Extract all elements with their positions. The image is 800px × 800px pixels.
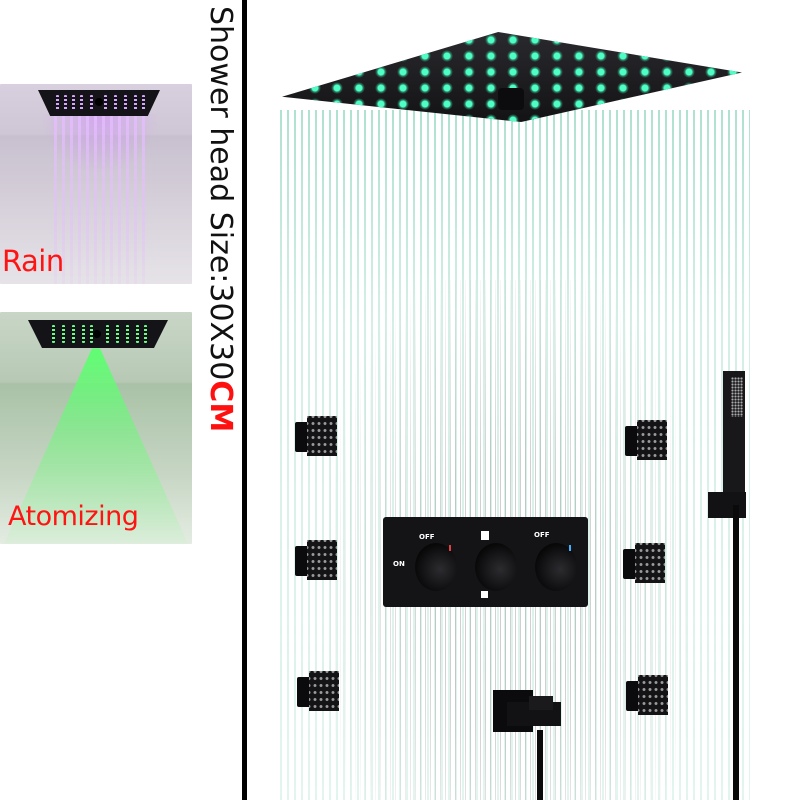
atomizing-label: Atomizing <box>8 501 139 532</box>
handshower-holder <box>708 492 746 518</box>
atomizing-mode-thumbnail: Atomizing <box>0 312 192 544</box>
thermostatic-valve-panel: OFF ON OFF <box>383 517 588 607</box>
rain-water-streams <box>54 116 146 284</box>
body-jet-right-bottom <box>626 675 668 715</box>
overhead-shower-icon <box>481 531 489 540</box>
body-jet-left-middle <box>295 540 337 580</box>
right-control-knob[interactable] <box>535 543 577 591</box>
right-knob-off-label: OFF <box>534 531 550 539</box>
spout-pipe <box>537 730 543 800</box>
body-jet-right-middle <box>623 543 665 583</box>
rain-mode-thumbnail: Rain <box>0 84 192 284</box>
left-knob-off-label: OFF <box>419 533 435 541</box>
rain-showerhead-image <box>38 90 160 116</box>
handheld-shower <box>723 371 745 493</box>
showerhead-size-title: Shower head Size:30X30CM <box>202 6 238 546</box>
atomizing-showerhead-image <box>28 320 168 348</box>
product-image: OFF ON OFF <box>250 0 800 800</box>
tub-spout <box>493 690 561 732</box>
showerhead-center-mount <box>498 88 524 110</box>
handshower-hose <box>733 505 739 800</box>
body-jet-right-top <box>625 420 667 460</box>
diverter-knob[interactable] <box>475 543 517 591</box>
size-unit: CM <box>203 380 238 433</box>
handshower-nozzles <box>731 377 743 417</box>
body-jet-left-top <box>295 416 337 456</box>
body-jet-left-bottom <box>297 671 339 711</box>
green-rainfall <box>280 110 750 800</box>
size-title-text: Shower head Size:30X30 <box>203 6 238 381</box>
vertical-divider <box>242 0 247 800</box>
tub-spout-icon <box>481 591 488 598</box>
rain-label: Rain <box>2 244 64 278</box>
left-knob-on-label: ON <box>393 560 405 568</box>
left-control-knob[interactable] <box>415 543 457 591</box>
